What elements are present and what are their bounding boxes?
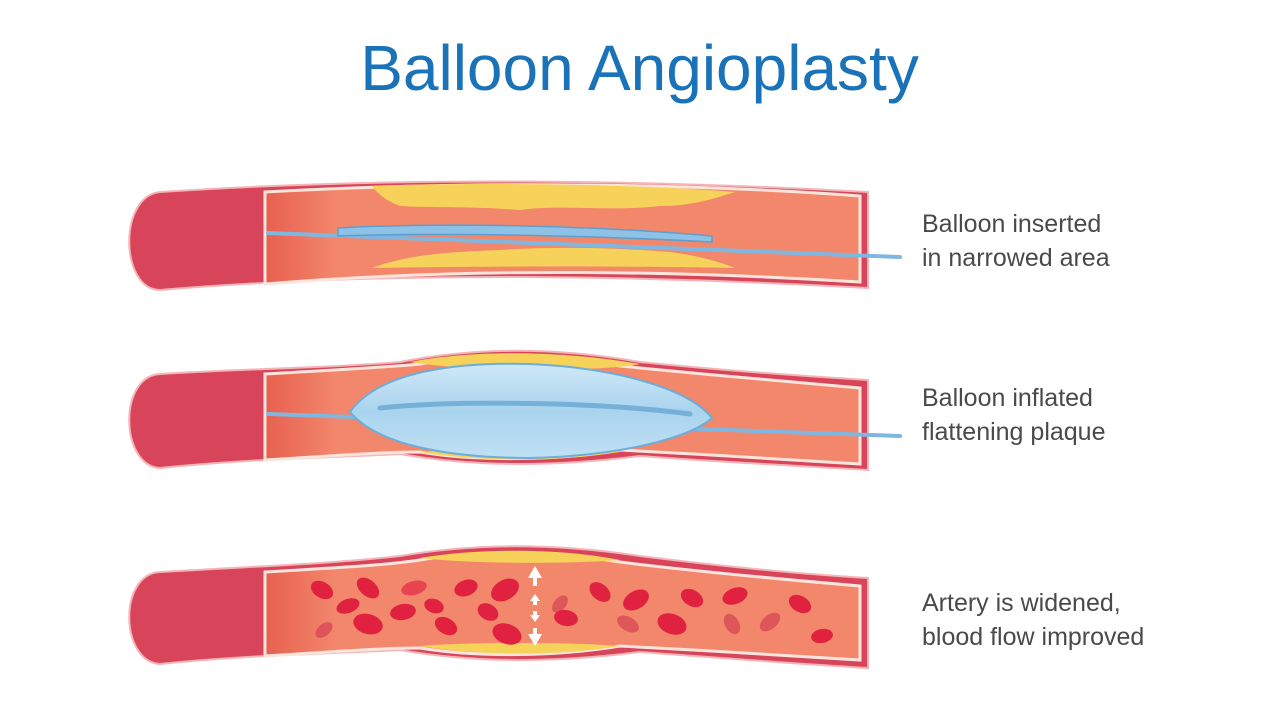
- balloon-highlight: [377, 400, 693, 417]
- catheter-wire: [266, 231, 902, 259]
- artery-step-3: [128, 545, 869, 670]
- artery-step-1: [128, 180, 902, 292]
- diagram-title: Balloon Angioplasty: [360, 32, 919, 104]
- step-2-caption: Balloon inflated flattening plaque: [922, 381, 1105, 449]
- step-2-caption-line-1: Balloon inflated: [922, 384, 1093, 412]
- step-3-caption-line-2: blood flow improved: [922, 623, 1145, 651]
- red-blood-cells: [310, 577, 833, 645]
- plaque-bottom: [420, 643, 620, 654]
- inflated-balloon: [348, 362, 714, 460]
- plaque-bottom: [372, 247, 735, 268]
- artery-step-2: [128, 349, 902, 472]
- step-2-caption-line-2: flattening plaque: [922, 418, 1106, 446]
- step-1-caption-line-2: in narrowed area: [922, 244, 1110, 272]
- deflated-balloon: [337, 224, 713, 243]
- step-3-caption: Artery is widened, blood flow improved: [922, 586, 1144, 654]
- widening-arrows: [528, 566, 542, 646]
- step-1-caption: Balloon inserted in narrowed area: [922, 207, 1110, 275]
- plaque-top: [372, 184, 735, 210]
- step-1-caption-line-1: Balloon inserted: [922, 210, 1102, 238]
- step-3-caption-line-1: Artery is widened,: [922, 589, 1121, 617]
- plaque-top: [420, 550, 620, 563]
